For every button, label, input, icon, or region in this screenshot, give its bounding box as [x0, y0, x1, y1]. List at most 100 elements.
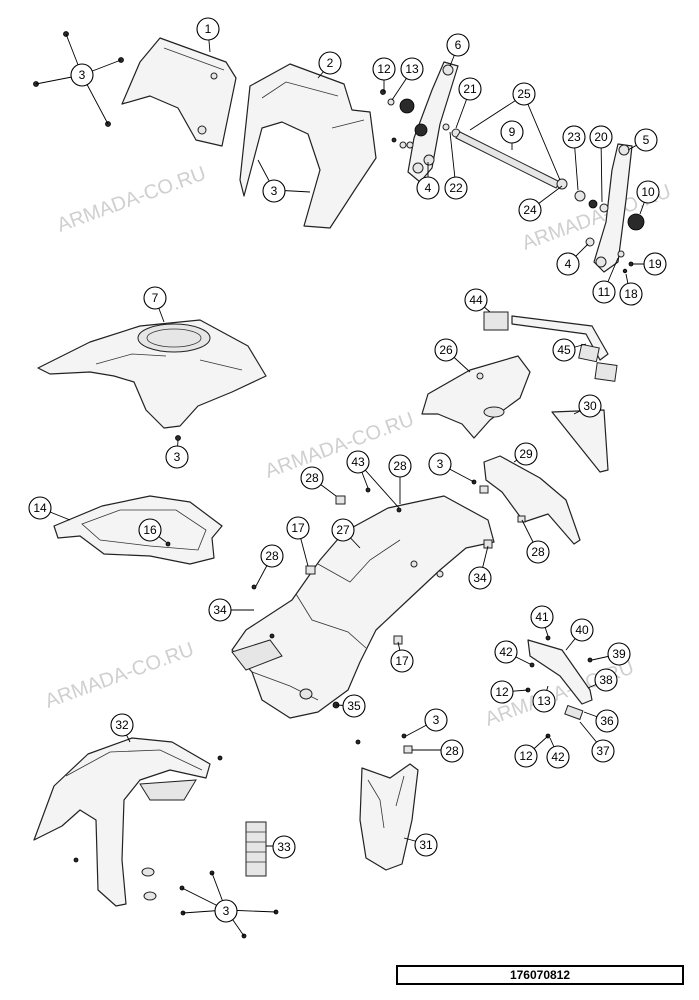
callout-number: 22 — [449, 181, 463, 195]
callout-number: 10 — [641, 185, 655, 199]
callout-number: 21 — [463, 82, 477, 96]
callout-number: 29 — [519, 447, 533, 461]
callout-number: 34 — [473, 571, 487, 585]
callout-29: 29 — [514, 442, 538, 466]
callout-42: 42 — [546, 745, 570, 769]
callout-23: 23 — [562, 125, 586, 149]
callout-number: 41 — [535, 610, 549, 624]
callout-number: 5 — [643, 133, 650, 147]
callout-3: 3 — [165, 445, 189, 469]
callout-1: 1 — [196, 17, 220, 41]
document-number-box: 176070812 — [396, 965, 684, 985]
callout-number: 34 — [213, 603, 227, 617]
callout-number: 3 — [223, 904, 230, 918]
callout-35: 35 — [342, 694, 366, 718]
callout-28: 28 — [440, 739, 464, 763]
callout-34: 34 — [208, 598, 232, 622]
callout-number: 45 — [557, 343, 571, 357]
callout-number: 42 — [499, 645, 513, 659]
callout-number: 12 — [495, 685, 509, 699]
callout-number: 2 — [327, 56, 334, 70]
callout-11: 11 — [592, 280, 616, 304]
callout-number: 14 — [33, 501, 47, 515]
callout-28: 28 — [388, 454, 412, 478]
callout-number: 42 — [551, 750, 565, 764]
callout-number: 17 — [291, 521, 305, 535]
callout-3: 3 — [262, 179, 286, 203]
watermark-4: ARMADA-CO.RU — [42, 638, 197, 712]
callout-12: 12 — [514, 744, 538, 768]
part-26-tail-cover — [421, 355, 531, 439]
callout-number: 26 — [439, 343, 453, 357]
callout-number: 33 — [277, 840, 291, 854]
part-7-tank-cover — [37, 319, 267, 441]
part-27-rear-fender — [231, 487, 495, 719]
callout-number: 39 — [612, 647, 626, 661]
callout-31: 31 — [414, 833, 438, 857]
callout-2: 2 — [318, 51, 342, 75]
callout-number: 4 — [425, 181, 432, 195]
callout-28: 28 — [300, 466, 324, 490]
part-32-front-fender — [33, 737, 223, 907]
callout-number: 28 — [265, 549, 279, 563]
callout-13: 13 — [400, 57, 424, 81]
callout-13: 13 — [532, 689, 556, 713]
callout-16: 16 — [138, 518, 162, 542]
callout-number: 24 — [523, 203, 537, 217]
part-29-tail-bracket — [471, 455, 581, 545]
callout-25: 25 — [512, 82, 536, 106]
part-1-windshield — [121, 37, 237, 147]
callout-number: 28 — [531, 545, 545, 559]
callout-34: 34 — [468, 566, 492, 590]
callout-number: 11 — [598, 285, 611, 299]
callout-number: 35 — [347, 699, 361, 713]
callout-36: 36 — [595, 709, 619, 733]
callout-3: 3 — [428, 452, 452, 476]
callout-21: 21 — [458, 77, 482, 101]
callout-37: 37 — [591, 739, 615, 763]
document-number: 176070812 — [509, 968, 571, 982]
callout-number: 44 — [469, 293, 483, 307]
callout-number: 20 — [594, 130, 608, 144]
callout-45: 45 — [552, 338, 576, 362]
callout-26: 26 — [434, 338, 458, 362]
part-6-bracket-left — [399, 61, 459, 183]
callout-28: 28 — [526, 540, 550, 564]
part-2-windshield-large — [239, 63, 377, 229]
callout-10: 10 — [636, 180, 660, 204]
callout-number: 30 — [583, 399, 597, 413]
part-30-plate — [551, 409, 609, 473]
part-44-pad — [483, 311, 509, 331]
callout-number: 3 — [437, 457, 444, 471]
part-45-bracket — [511, 315, 618, 382]
callout-number: 3 — [79, 68, 86, 82]
callout-19: 19 — [643, 252, 667, 276]
part-14-dash-panel — [53, 495, 223, 565]
callout-number: 25 — [517, 87, 531, 101]
callout-9: 9 — [500, 120, 524, 144]
callout-7: 7 — [143, 286, 167, 310]
callout-number: 28 — [305, 471, 319, 485]
callout-32: 32 — [110, 713, 134, 737]
callout-5: 5 — [634, 128, 658, 152]
callout-number: 28 — [393, 459, 407, 473]
callout-number: 23 — [567, 130, 581, 144]
callout-30: 30 — [578, 394, 602, 418]
callout-28: 28 — [260, 544, 284, 568]
callout-number: 1 — [205, 22, 212, 36]
callout-number: 37 — [596, 744, 610, 758]
callout-27: 27 — [331, 518, 355, 542]
callout-22: 22 — [444, 176, 468, 200]
callout-number: 19 — [648, 257, 662, 271]
callout-17: 17 — [286, 516, 310, 540]
callout-43: 43 — [346, 450, 370, 474]
part-9-rod — [455, 131, 568, 190]
callout-number: 17 — [395, 654, 409, 668]
callout-number: 12 — [377, 62, 391, 76]
callout-number: 16 — [143, 523, 157, 537]
callout-42: 42 — [494, 640, 518, 664]
callout-44: 44 — [464, 288, 488, 312]
callout-number: 7 — [152, 291, 159, 305]
callout-number: 28 — [445, 744, 459, 758]
callout-18: 18 — [619, 282, 643, 306]
